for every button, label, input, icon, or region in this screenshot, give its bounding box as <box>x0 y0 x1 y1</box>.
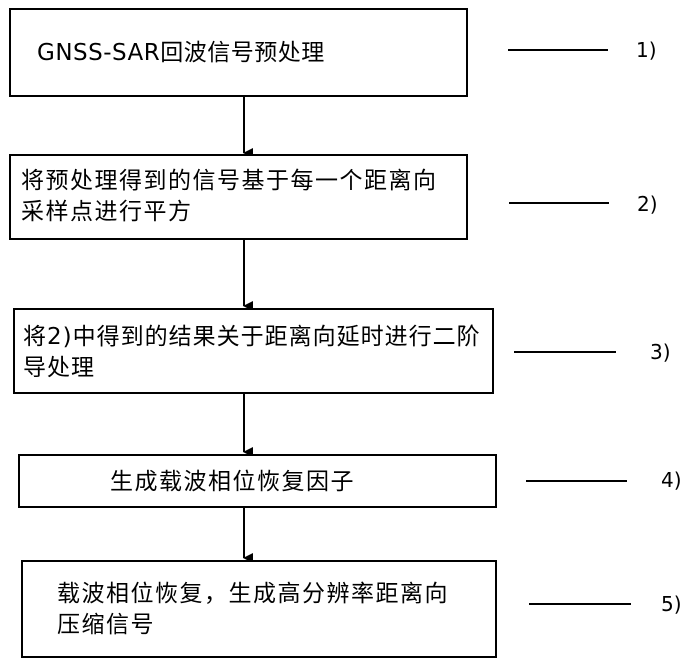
step-3-leader-line <box>514 351 616 353</box>
step-3-box: 将2)中得到的结果关于距离向延时进行二阶导处理 <box>13 308 494 394</box>
step-2-label: 将预处理得到的信号基于每一个距离向采样点进行平方 <box>11 166 466 228</box>
step-2-number: 2) <box>637 192 658 216</box>
step-5-leader-line <box>529 603 631 605</box>
step-5-label: 载波相位恢复，生成高分辨率距离向压缩信号 <box>23 579 495 641</box>
step-1-number: 1) <box>636 38 657 62</box>
step-1-leader-line <box>508 49 608 51</box>
step-3-label: 将2)中得到的结果关于距离向延时进行二阶导处理 <box>15 322 492 384</box>
step-2-box: 将预处理得到的信号基于每一个距离向采样点进行平方 <box>9 154 468 240</box>
step-4-box: 生成载波相位恢复因子 <box>18 454 497 508</box>
step-5-box: 载波相位恢复，生成高分辨率距离向压缩信号 <box>21 560 497 658</box>
step-1-box: GNSS-SAR回波信号预处理 <box>9 8 468 97</box>
step-3-number: 3) <box>650 340 671 364</box>
step-5-number: 5) <box>661 592 682 616</box>
step-1-label: GNSS-SAR回波信号预处理 <box>11 38 466 69</box>
step-4-label: 生成载波相位恢复因子 <box>20 467 495 498</box>
step-2-leader-line <box>509 202 609 204</box>
step-4-number: 4) <box>661 468 682 492</box>
step-4-leader-line <box>526 480 627 482</box>
